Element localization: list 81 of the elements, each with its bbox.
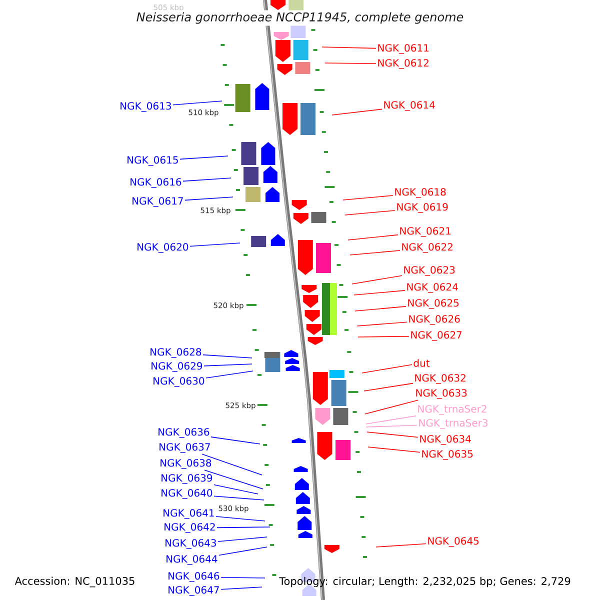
leader-line — [214, 496, 264, 500]
leader-line — [202, 454, 262, 476]
leader-line — [344, 210, 396, 216]
leader-line — [220, 577, 266, 578]
leader-line — [190, 242, 240, 247]
leader-line — [364, 400, 418, 414]
gene-label: NGK_0623 — [404, 266, 455, 276]
gene-label: NGK_0637 — [160, 443, 210, 453]
gene-label: NGK_trnaSer2 — [418, 405, 486, 415]
leader-line — [324, 62, 376, 64]
gene-label: NGK_0620 — [138, 243, 188, 253]
leader-line — [202, 354, 252, 358]
info-text: Accession: NC_011035 — [14, 576, 134, 588]
gene-label: NGK_0640 — [162, 489, 212, 499]
leader-line — [214, 484, 258, 494]
gene-label: NGK_0644 — [166, 555, 218, 565]
leader-line — [204, 470, 264, 490]
gene-label: NGK_0646 — [168, 572, 220, 582]
leader-line — [332, 108, 382, 116]
gene-label: NGK_0642 — [164, 523, 215, 533]
leader-line — [210, 436, 260, 444]
gene-label: NGK_0617 — [132, 197, 183, 207]
leader-line — [366, 424, 418, 428]
gene-label: NGK_0627 — [411, 331, 462, 341]
gene-label: NGK_0635 — [422, 450, 473, 460]
leader-line — [184, 196, 234, 201]
leader-line — [204, 364, 252, 366]
leader-line — [354, 306, 406, 312]
leader-line — [368, 446, 420, 453]
leader-line — [182, 178, 232, 182]
leader-line — [216, 526, 270, 528]
gene-label: NGK_0611 — [378, 44, 429, 54]
gene-label: NGK_0632 — [415, 374, 466, 384]
gene-label: dut — [414, 359, 430, 367]
gene-label: NGK_0643 — [166, 539, 216, 549]
leader-line — [342, 195, 394, 200]
leader-line — [358, 336, 410, 338]
gene-label: NGK_0638 — [160, 459, 212, 469]
leader-line — [356, 322, 408, 326]
leader-line — [362, 364, 412, 374]
leader-line — [218, 546, 268, 556]
gene-label: NGK_0639 — [162, 474, 212, 484]
gene-label: NGK_0630 — [154, 377, 204, 387]
leader-line — [352, 275, 402, 284]
gene-label: NGK_0618 — [395, 188, 446, 198]
gene-label: NGK_0633 — [416, 389, 467, 399]
gene-label: NGK_trnaSer3 — [419, 419, 488, 429]
gene-label: NGK_0614 — [384, 101, 435, 111]
leader-line — [364, 382, 414, 392]
leader-line — [348, 234, 398, 240]
leader-line — [322, 46, 376, 49]
title: Neisseria gonorrhoeae NCCP11945, complete genome — [134, 10, 466, 26]
leader-line — [180, 156, 228, 160]
gene-label: NGK_0624 — [407, 283, 458, 293]
gene-label: NGK_0626 — [409, 315, 460, 325]
leader-line — [206, 370, 254, 378]
gene-label: NGK_0612 — [378, 59, 428, 69]
leader-line — [220, 586, 262, 590]
leader-line — [350, 250, 400, 256]
gene-label: NGK_0622 — [402, 243, 452, 253]
gene-label: NGK_0616 — [130, 178, 182, 188]
gene-label: NGK_0625 — [408, 299, 459, 309]
gene-label: NGK_0647 — [168, 586, 219, 596]
gene-label: NGK_0636 — [158, 428, 210, 438]
gene-label: NGK_0619 — [397, 203, 448, 213]
gene-label: NGK_0629 — [152, 362, 202, 372]
leader-line — [216, 516, 266, 522]
gene-label: NGK_0641 — [164, 509, 214, 519]
leader-line — [172, 100, 222, 106]
gene-label: NGK_0613 — [120, 102, 171, 112]
info-text: Topology: circular; Length: 2,232,025 bp; Genes: 2,729 — [279, 576, 570, 588]
gene-label: NGK_0628 — [150, 348, 202, 358]
gene-label: NGK_0615 — [128, 156, 178, 166]
gene-label: NGK_0645 — [428, 537, 479, 547]
gene-label: NGK_0634 — [420, 435, 471, 445]
leader-line — [354, 290, 406, 296]
leader-line — [366, 432, 418, 438]
gene-label: NGK_0621 — [400, 227, 451, 237]
leader-line — [376, 543, 426, 548]
leader-line — [218, 536, 268, 542]
leader-line — [366, 415, 416, 424]
